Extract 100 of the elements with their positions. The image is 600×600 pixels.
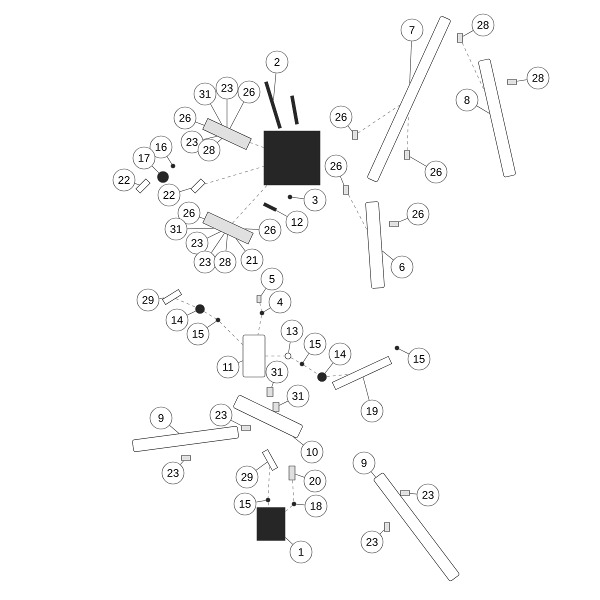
hydraulic-cylinder — [367, 16, 451, 182]
leader-line — [410, 493, 418, 494]
leader-line — [362, 376, 370, 400]
assembly-line — [326, 374, 350, 377]
leader-line — [276, 210, 288, 217]
callout-number: 26 — [174, 106, 196, 130]
leader-line — [186, 310, 196, 316]
seal — [394, 346, 400, 350]
callout-number: 9 — [352, 452, 376, 474]
assembly-line — [175, 298, 196, 308]
leader-line — [226, 99, 228, 128]
seal — [170, 164, 176, 168]
callout-number: 14 — [166, 308, 188, 332]
fitting — [400, 490, 410, 496]
assembly-line — [406, 114, 409, 150]
leader-line — [238, 360, 243, 363]
leader-line — [166, 156, 172, 164]
leader-line — [380, 530, 384, 534]
callout-number: 8 — [456, 88, 478, 112]
leader-line — [516, 79, 528, 82]
leader-line — [398, 348, 410, 354]
leader-line — [152, 166, 160, 174]
leader-line — [226, 234, 228, 252]
filter — [242, 334, 266, 378]
callout-number: 26 — [424, 160, 448, 184]
leader-line — [195, 122, 205, 126]
callout-number: 31 — [194, 82, 216, 106]
leader-line — [256, 462, 268, 471]
seal — [216, 318, 220, 322]
plug — [256, 295, 262, 303]
callout-number: 26 — [330, 106, 352, 128]
callout-number: 9 — [150, 406, 172, 430]
seal — [292, 502, 296, 506]
leader-line — [206, 231, 221, 238]
assembly-line — [204, 311, 216, 320]
fitting — [181, 455, 191, 461]
callout-number: 26 — [406, 202, 430, 226]
callout-number: 23 — [360, 530, 384, 554]
leader-line — [271, 382, 274, 388]
callout-number: 15 — [408, 348, 430, 370]
leader-line — [179, 188, 192, 192]
callout-number: 11 — [216, 356, 240, 378]
leader-line — [230, 420, 242, 426]
fitting — [352, 130, 358, 140]
leader-line — [169, 425, 180, 434]
leader-line — [410, 156, 427, 167]
leader-line — [476, 106, 490, 114]
callout-number: 28 — [526, 66, 550, 90]
callout-number: 28 — [472, 14, 494, 36]
assembly-line — [358, 104, 400, 134]
assembly-line — [232, 185, 268, 224]
callout-number: 1 — [290, 540, 312, 564]
callout-number: 5 — [260, 268, 284, 290]
leader-line — [180, 460, 184, 465]
leader-line — [340, 176, 344, 186]
callout-number: 20 — [304, 470, 326, 492]
assembly-line — [290, 357, 300, 364]
pump — [256, 507, 286, 541]
leader-line — [273, 72, 276, 101]
assembly-line — [285, 505, 293, 512]
fitting — [241, 425, 251, 431]
leader-line — [382, 250, 394, 260]
callout-number: 31 — [164, 218, 188, 240]
callout-number: 4 — [268, 290, 292, 314]
assembly-line — [250, 142, 264, 148]
seal — [288, 194, 292, 200]
leader-line — [158, 298, 165, 299]
callout-number: 3 — [304, 188, 326, 212]
callout-number: 23 — [162, 462, 184, 484]
assembly-line — [462, 42, 485, 92]
leader-line — [244, 228, 260, 230]
callout-number: 14 — [328, 342, 352, 366]
leader-line — [202, 136, 218, 140]
nut — [317, 372, 327, 382]
assembly-line — [292, 480, 294, 502]
assembly-line — [304, 364, 318, 375]
leader-line — [279, 400, 288, 406]
callout-number: 28 — [214, 250, 236, 274]
callout-number: 23 — [416, 484, 440, 506]
leader-line — [370, 471, 376, 478]
callout-number: 13 — [280, 320, 304, 342]
callout-number: 29 — [236, 466, 258, 488]
callout-number: 6 — [390, 256, 414, 278]
assembly-line — [348, 194, 368, 230]
callout-number: 15 — [234, 492, 256, 516]
control-valve — [264, 130, 320, 186]
leader-line — [264, 308, 271, 312]
leader-line — [199, 216, 205, 220]
lever — [264, 81, 282, 129]
seal — [300, 362, 304, 366]
callout-number: 7 — [400, 18, 424, 42]
callout-number: 18 — [304, 494, 328, 518]
leader-line — [324, 362, 334, 374]
hose-elbow — [162, 289, 182, 305]
fitting — [266, 387, 274, 397]
leader-line — [211, 232, 225, 253]
callout-number: 26 — [238, 80, 260, 104]
callout-number: 31 — [266, 360, 288, 384]
leader-line — [302, 353, 310, 362]
callout-number: 31 — [286, 384, 310, 408]
